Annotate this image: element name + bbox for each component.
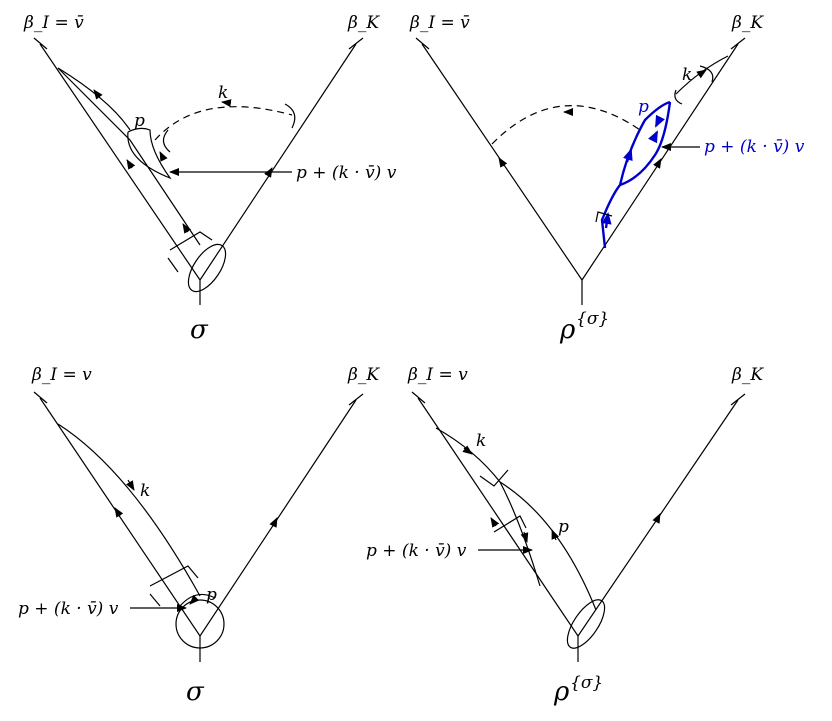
blue-arrow [648,130,659,144]
shift-label: p + (k · v̄) v [18,599,119,619]
cut-bracket [149,593,161,607]
momentum-arrow [696,69,707,79]
line-end-tick [33,391,48,404]
k-label: k [682,65,692,85]
hard-vertex [187,243,227,293]
cut-bracket [169,231,213,251]
attachment-tick [674,89,683,105]
k-label: k [476,431,486,451]
momentum-arrow [126,159,136,170]
wilson-line-k [199,43,357,281]
beta-i-label: β_I = v [31,365,92,385]
caption: ρ [559,315,576,345]
beta-i-label: β_I = v̄ [409,13,470,33]
momentum-arrow [221,99,232,108]
momentum-arrow [269,517,278,528]
momentum-arrow [653,158,662,169]
cut-bracket [149,565,199,587]
momentum-arrow [462,445,473,455]
wilson-line-i [417,397,579,637]
attachment-tick [162,129,171,153]
panel-top-right: β_I = v̄ β_K k p p + (k · v̄) v ρ {σ} [409,13,805,345]
momentum-arrow [490,517,500,528]
wilson-line-i [39,43,201,281]
p-label: p [638,97,649,117]
cut-bracket [595,211,613,223]
momentum-arrow [551,529,560,541]
beta-k-label: β_K [731,13,764,33]
line-end-tick [730,393,746,406]
attachment-tick [284,103,296,129]
shift-label: p + (k · v̄) v [366,541,467,561]
caption-superscript: {σ} [576,309,609,329]
panel-bottom-right: β_I = v β_K k p p + (k · v̄) v ρ {σ} [366,365,764,707]
blue-arrow [623,148,633,163]
caption-superscript: {σ} [570,673,603,693]
caption: ρ [553,677,570,707]
k-label: k [140,481,150,501]
blue-propagator [619,101,672,187]
blue-arrow [654,114,665,128]
propagator [57,67,201,246]
p-label: p [134,111,145,131]
momentum-arrow [520,531,529,543]
momentum-arrow [93,89,103,100]
shift-label: p + (k · v̄) v [704,137,805,157]
beta-i-label: β_I = v̄ [23,13,84,33]
beta-i-label: β_I = v [407,365,468,385]
propagator [57,67,131,131]
shift-label: p + (k · v̄) v [296,163,397,183]
momentum-arrow [114,507,124,518]
hard-vertex [175,599,225,649]
line-end-tick [415,37,430,50]
caption: σ [186,677,205,707]
line-end-tick [348,37,364,50]
momentum-arrow [652,513,661,524]
cut-bracket [493,515,527,533]
p-label: p [558,517,569,537]
momentum-arrow [498,157,508,168]
propagator-k [57,423,201,597]
propagator-k [435,427,541,587]
gluon-k [491,105,641,145]
momentum-arrow [182,223,192,234]
blue-arrow [601,212,612,229]
momentum-arrow [159,151,168,162]
momentum-arrow [189,594,200,605]
beta-k-label: β_K [731,365,764,385]
wilson-line-k [199,399,357,637]
panel-top-left: β_I = v̄ β_K k p p + (k · v̄) v σ [23,13,397,345]
caption: σ [190,315,209,345]
momentum-arrow [125,479,135,491]
beta-k-label: β_K [347,365,380,385]
p-label: p [206,585,217,605]
panel-bottom-left: β_I = v β_K k p p + (k · v̄) v σ [18,365,380,707]
line-end-tick [33,37,48,50]
hard-vertex [566,599,606,649]
cut-bracket [167,257,179,273]
beta-k-label: β_K [347,13,380,33]
attachment-tick [699,65,714,83]
line-end-tick [348,393,364,406]
cut-bracket [479,469,509,487]
loop-bubble [127,127,172,180]
line-end-tick [411,391,426,404]
gluon-k [154,106,293,141]
k-label: k [218,83,228,103]
line-end-tick [730,37,746,50]
